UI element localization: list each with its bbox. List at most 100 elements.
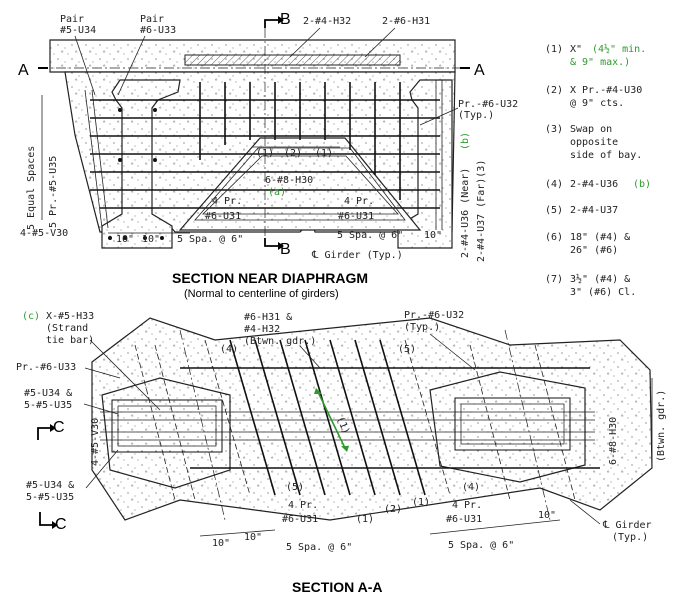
dim-spa-right: 5 Spa. @ 6" — [337, 230, 403, 241]
cut-b-top-arrow — [264, 19, 278, 28]
aa-dim-2: (2) — [384, 504, 402, 515]
dim-ten-a: 10" — [116, 234, 134, 245]
note-2-num: (2) — [545, 85, 563, 96]
aa-label-n5a: (5) — [398, 344, 416, 355]
aa-label-h33-line2: (Strand — [46, 323, 88, 334]
label-u31-right-line1: 4 Pr. — [344, 196, 374, 207]
note-4-line1: 2-#4-U36 — [570, 179, 618, 190]
note-3-line1: Swap on — [570, 124, 612, 135]
aa-label-u34-bot-line2: 5-#5-U35 — [26, 492, 74, 503]
note-3-num: (3) — [545, 124, 563, 135]
note-1-num: (1) — [545, 44, 563, 55]
label-v30: 4-#5-V30 — [20, 228, 68, 239]
aa-label-h33-note: (c) — [22, 311, 40, 322]
note-4-num: (4) — [545, 179, 563, 190]
cut-mark-b-bottom: B — [280, 241, 291, 258]
aa-label-h31-line3: (Btwn. gdr.) — [244, 336, 316, 347]
label-girder-cl: ℄ Girder (Typ.) — [311, 250, 403, 261]
aa-label-u31-left-line1: 4 Pr. — [288, 500, 318, 511]
aa-dim-ten-c: 10" — [538, 510, 556, 521]
label-u31-left-line2: #6-U31 — [205, 211, 241, 222]
dim-spa-left: 5 Spa. @ 6" — [177, 234, 243, 245]
note-3-line2: opposite — [570, 137, 618, 148]
note-1-green: (4½" min. — [592, 43, 646, 55]
cut-mark-a-right: A — [474, 62, 485, 79]
cut-mark-b-top: B — [280, 11, 291, 28]
note-5-line1: 2-#4-U37 — [570, 205, 618, 216]
aa-rebar — [100, 329, 600, 521]
aa-right-girder — [429, 371, 586, 483]
note-2-line1: X Pr.-#4-U30 — [570, 85, 642, 96]
label-u32-line2: (Typ.) — [458, 110, 494, 121]
note-7-line2: 3" (#6) Cl. — [570, 287, 636, 298]
section-near-diaphragm: A A B B Pair #5-U34 Pair #6-U33 2-#4-H32… — [18, 11, 518, 300]
label-pair-u34-line2: #5-U34 — [60, 25, 96, 36]
aa-label-u33: Pr.-#6-U33 — [16, 362, 76, 373]
aa-dim-ten-a: 10" — [212, 538, 230, 549]
label-pair-u33-line1: Pair — [140, 14, 164, 25]
label-u37: 2-#4-U37 (Far)(3) — [476, 160, 487, 262]
aa-label-n4a: (4) — [220, 344, 238, 355]
aa-label-h30-line2: (Btwn. gdr.) — [656, 390, 667, 462]
aa-label-h30-line1: 6-#8-H30 — [608, 417, 619, 465]
label-pair-u34-line1: Pair — [60, 14, 84, 25]
section-near-diaphragm-subtitle: (Normal to centerline of girders) — [184, 288, 339, 300]
cut-mark-a-left: A — [18, 62, 29, 79]
label-h30-note: (a) — [268, 187, 286, 198]
aa-label-h31-line1: #6-H31 & — [244, 312, 292, 323]
aa-label-u32-line1: Pr.-#6-U32 — [404, 310, 464, 321]
aa-label-h33-line1: X-#5-H33 — [46, 311, 94, 322]
label-h30: 6-#8-H30 — [265, 175, 313, 186]
aa-label-girder-cl-line2: (Typ.) — [612, 532, 648, 543]
aa-label-u31-left-line2: #6-U31 — [282, 514, 318, 525]
cut-mark-c-top: C — [53, 419, 65, 436]
dim-ten-c: 10" — [424, 230, 442, 241]
dim-ten-b: 10" — [142, 234, 160, 245]
label-u32-line1: Pr.-#6-U32 — [458, 99, 518, 110]
note-5-num: (5) — [545, 205, 563, 216]
note-6-line2: 26" (#6) — [570, 245, 618, 256]
aa-label-u34-top-line2: 5-#5-U35 — [24, 400, 72, 411]
aa-label-h33-line3: tie bar) — [46, 335, 94, 346]
label-u36: 2-#4-U36 (Near) — [460, 168, 471, 258]
aa-label-u31-right-line1: 4 Pr. — [452, 500, 482, 511]
cut-b-bottom-arrow — [264, 238, 278, 247]
label-h31: 2-#6-H31 — [382, 16, 430, 27]
note-6-num: (6) — [545, 232, 563, 243]
note-3-line3: side of bay. — [570, 150, 642, 161]
cut-c-bottom-arrow — [39, 512, 52, 526]
aa-dim-ten-b: 10" — [244, 532, 262, 543]
note-7-line1: 3½" (#4) & — [570, 273, 630, 285]
aa-dim-1a: (1) — [356, 514, 374, 525]
notes-list: (1) X" (4½" min. & 9" max.) (2) X Pr.-#4… — [545, 43, 651, 298]
aa-label-u34-top-line1: #5-U34 & — [24, 388, 72, 399]
aa-dim-spa-left: 5 Spa. @ 6" — [286, 542, 352, 553]
left-girder — [101, 79, 181, 249]
note-1-line1: X" — [570, 44, 582, 55]
note-1-line2: & 9" max.) — [570, 57, 630, 68]
dim-1a: (1) — [256, 148, 274, 159]
section-near-diaphragm-title: SECTION NEAR DIAPHRAGM — [172, 270, 368, 286]
label-u31-right-line2: #6-U31 — [338, 211, 374, 222]
aa-label-v30: 4-#5-V30 — [90, 418, 101, 466]
note-2-line2: @ 9" cts. — [570, 98, 624, 109]
section-aa: C C (c) X-#5-H33 (Strand tie bar) Pr.-#6… — [16, 310, 667, 595]
aa-dim-1b: (1) — [412, 497, 430, 508]
aa-label-n4b: (4) — [462, 482, 480, 493]
note-7-num: (7) — [545, 274, 563, 285]
label-u35: 5 Pr.-#5-U35 — [48, 156, 59, 228]
aa-label-n5b: (5) — [286, 482, 304, 493]
aa-left-girder — [101, 377, 231, 489]
aa-label-girder-cl-line1: ℄ Girder — [602, 520, 652, 531]
label-u36-note: (b) — [460, 132, 471, 150]
aa-label-u31-right-line2: #6-U31 — [446, 514, 482, 525]
label-u31-left-line1: 4 Pr. — [212, 196, 242, 207]
section-aa-title: SECTION A-A — [292, 579, 382, 595]
aa-label-u32-line2: (Typ.) — [404, 322, 440, 333]
aa-label-h31-line2: #4-H32 — [244, 324, 280, 335]
note-4-green: (b) — [633, 179, 651, 190]
cut-c-top-arrow — [37, 427, 50, 440]
label-h32: 2-#4-H32 — [303, 16, 351, 27]
